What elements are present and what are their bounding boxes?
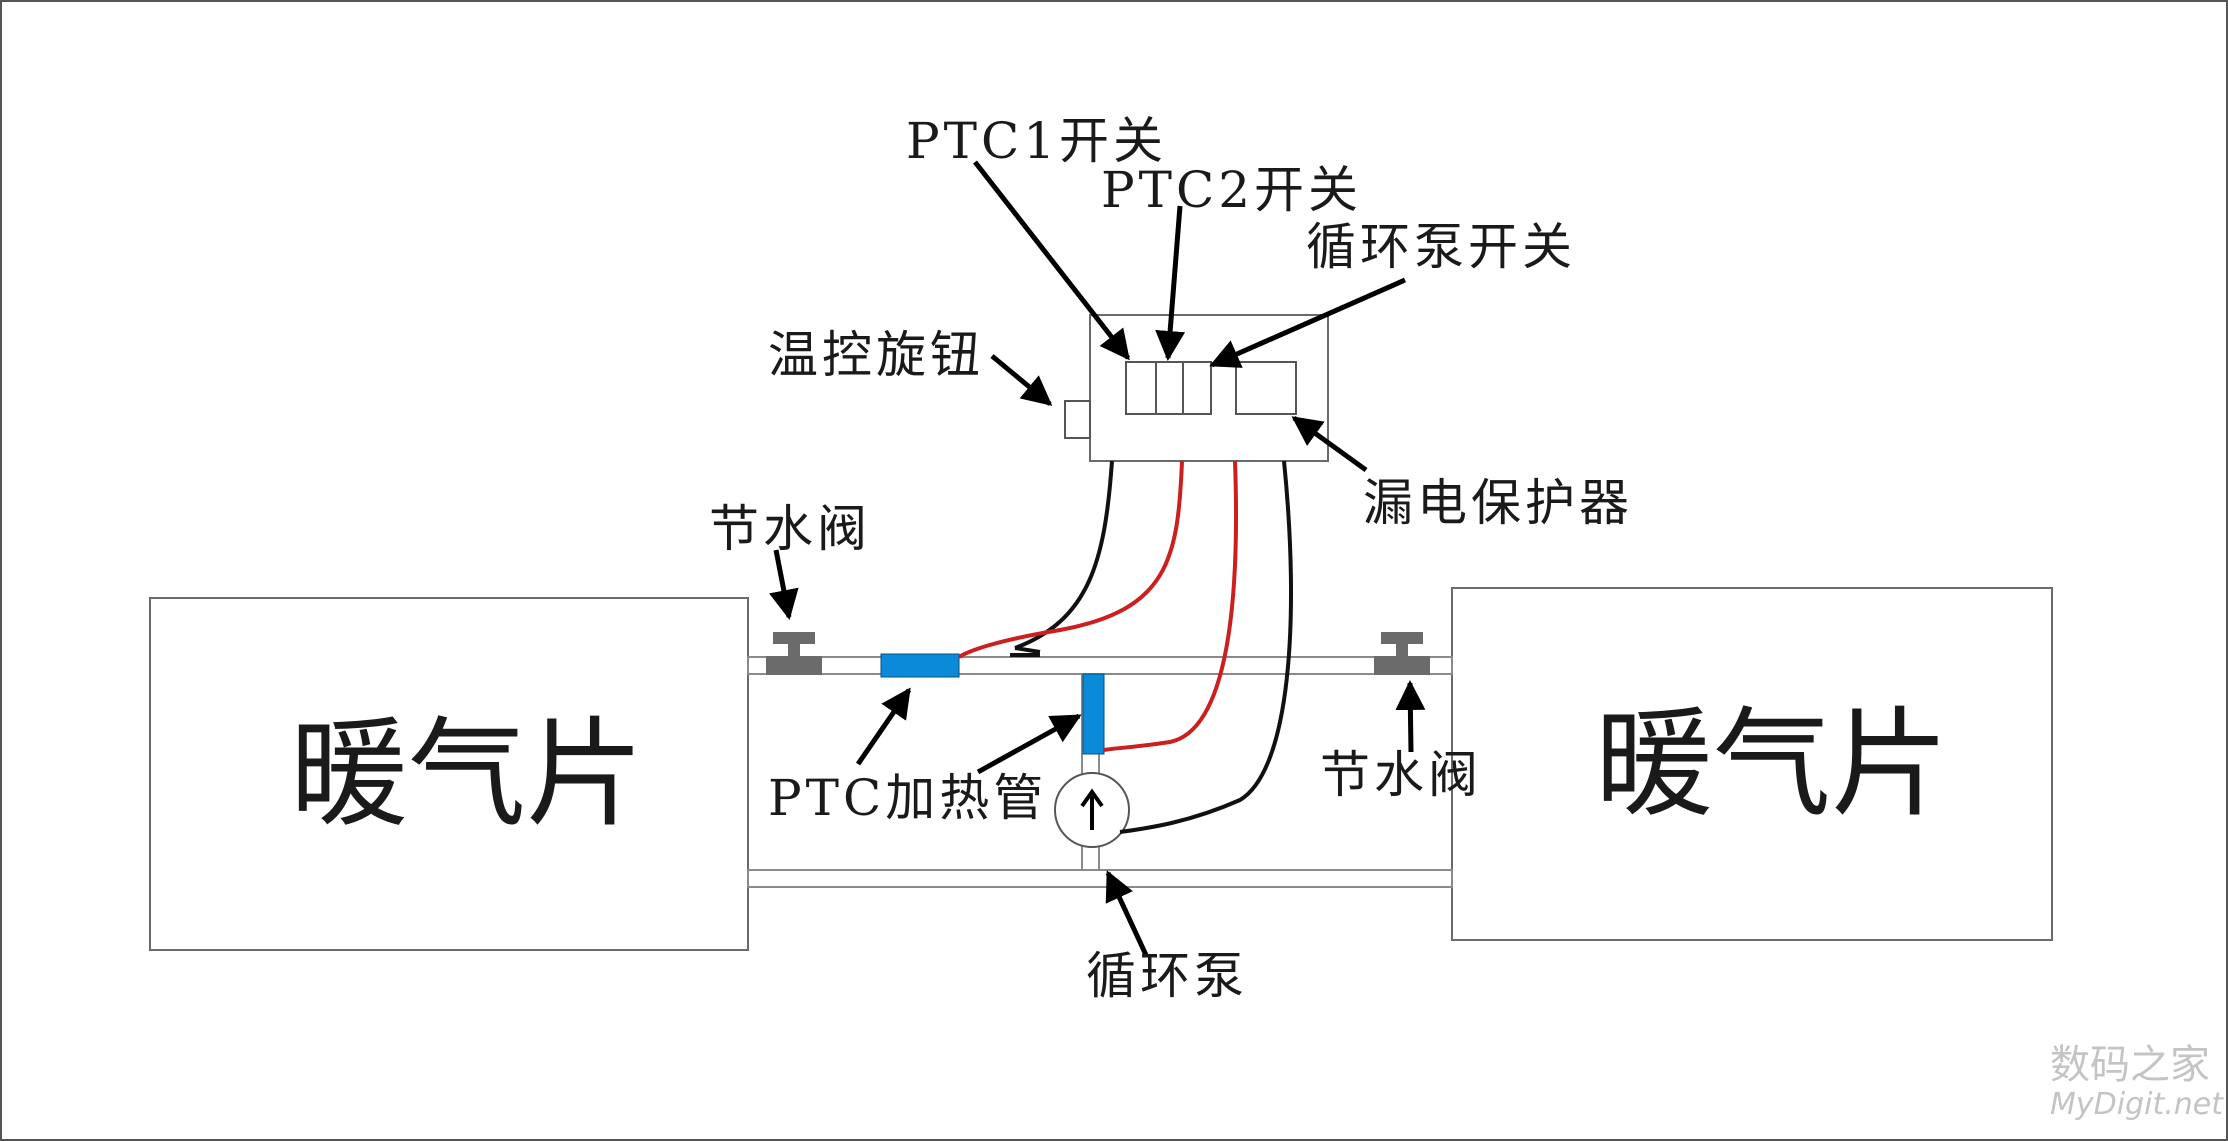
arrow-ptc-heater-2 (976, 713, 1082, 775)
radiator-right: 暖气片 (1451, 587, 2053, 941)
arrow-ptc-heater-1 (855, 687, 912, 766)
arrow-leak-protector (1291, 415, 1368, 473)
arrow-ptc1 (973, 160, 1130, 361)
watermark: 数码之家 MyDigit.net (2050, 1042, 2224, 1122)
black-wire-1 (1014, 460, 1114, 650)
radiator-left: 暖气片 (149, 597, 749, 951)
label-ptc1-switch: PTC1开关 (906, 112, 1167, 170)
ptc1-switch (1125, 361, 1157, 415)
circulation-pump (1054, 772, 1130, 848)
leak-protector (1235, 361, 1297, 415)
black-wire-2 (1119, 460, 1294, 834)
ptc-heater-2 (1082, 673, 1105, 755)
radiator-right-label: 暖气片 (1595, 695, 1949, 833)
watermark-en: MyDigit.net (2050, 1087, 2224, 1122)
temp-knob (1064, 400, 1091, 439)
black-wire-1-end (1010, 646, 1041, 657)
control-box (1064, 314, 1329, 462)
label-leak-protector: 漏电保护器 (1363, 474, 1633, 532)
label-pump-switch: 循环泵开关 (1306, 218, 1576, 276)
red-wire-2 (1103, 460, 1238, 752)
arrow-ptc2 (1155, 205, 1186, 361)
lower-pipe (747, 869, 1453, 888)
ptc2-switch (1155, 361, 1184, 415)
pump-switch (1182, 361, 1212, 415)
watermark-cn: 数码之家 (2050, 1042, 2210, 1088)
ptc-heater-1 (880, 653, 960, 678)
red-wire-1 (957, 460, 1184, 659)
upper-pipe (747, 656, 1453, 675)
label-valve-right: 节水阀 (1320, 746, 1482, 804)
arrow-pump (1105, 870, 1149, 957)
valve-left (766, 632, 822, 675)
arrow-valve-right (1395, 680, 1426, 753)
valve-right (1374, 632, 1430, 675)
label-temp-knob: 温控旋钮 (768, 326, 984, 384)
radiator-left-label: 暖气片 (290, 705, 644, 843)
label-ptc-heater: PTC加热管 (768, 769, 1047, 827)
arrow-temp-knob (990, 354, 1053, 406)
arrow-valve-left (769, 549, 799, 620)
label-ptc2-switch: PTC2开关 (1101, 161, 1362, 219)
label-pump: 循环泵 (1086, 947, 1248, 1005)
arrow-pump-switch (1209, 277, 1407, 368)
label-valve-left: 节水阀 (709, 500, 871, 558)
